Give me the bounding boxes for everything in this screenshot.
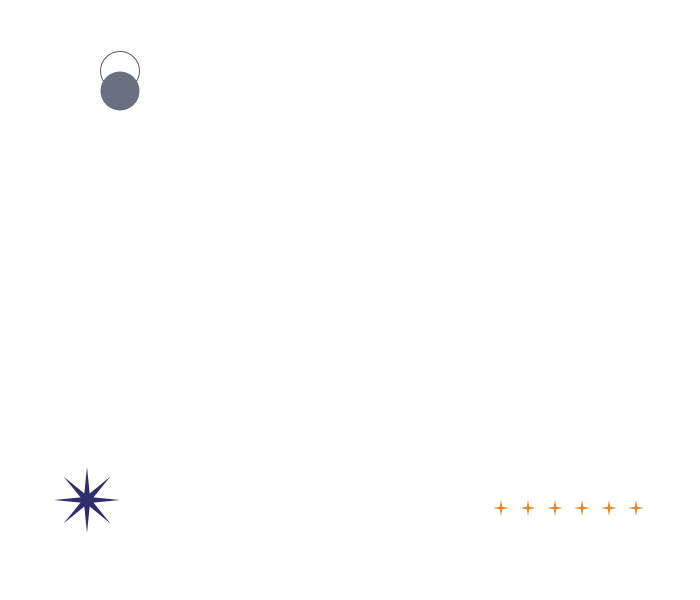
circle-pair (100, 51, 140, 111)
four-point-sparkle-icon (628, 500, 644, 516)
sparkle-row (493, 500, 644, 516)
four-point-sparkle-icon (520, 500, 536, 516)
eight-point-star-icon (54, 467, 120, 533)
filled-circle-icon (100, 71, 140, 111)
four-point-sparkle-icon (493, 500, 509, 516)
four-point-sparkle-icon (547, 500, 563, 516)
four-point-sparkle-icon (601, 500, 617, 516)
four-point-sparkle-icon (574, 500, 590, 516)
